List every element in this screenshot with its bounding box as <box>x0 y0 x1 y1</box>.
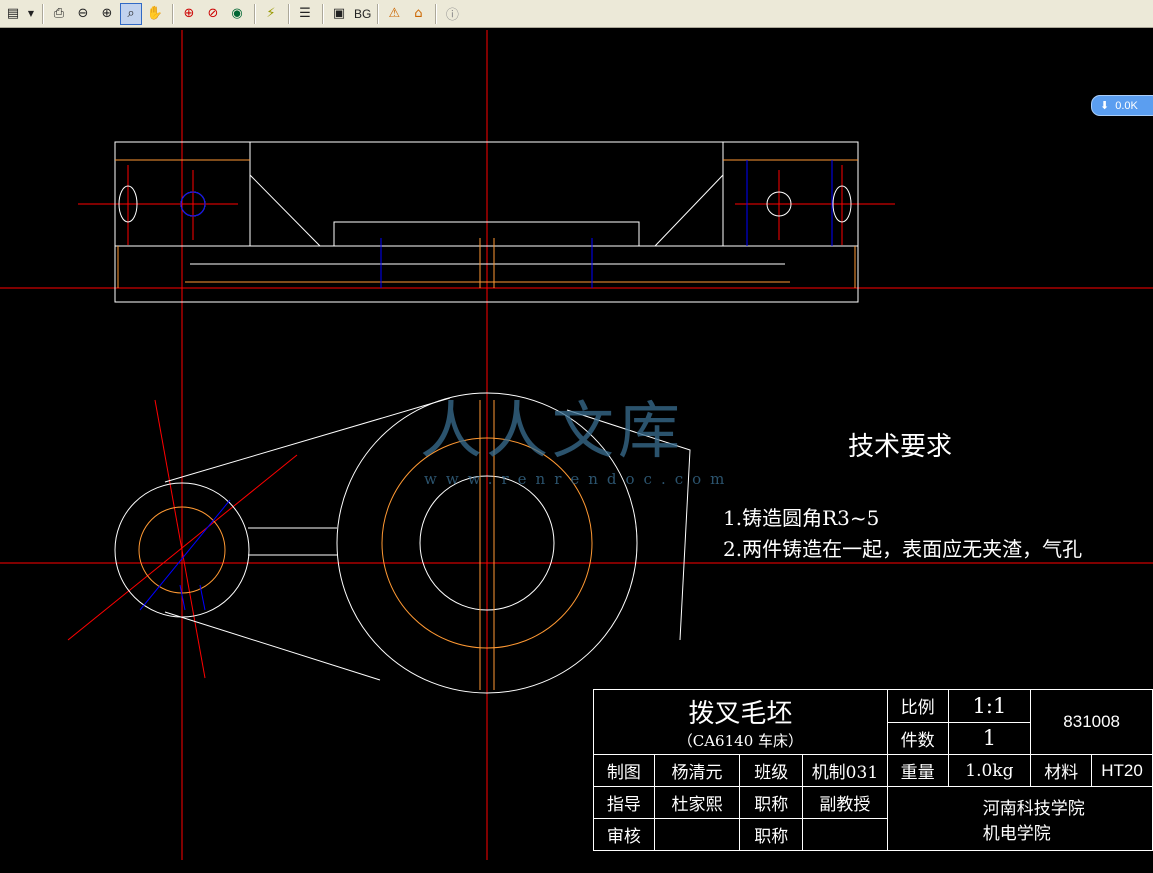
title-label: 职称 <box>739 786 804 819</box>
toolbar-separator <box>288 3 290 24</box>
scale-label: 比例 <box>886 689 949 723</box>
download-arrow-icon: ⬇ <box>1100 100 1110 112</box>
front-view-hidden <box>115 159 858 288</box>
download-badge[interactable]: ⬇ 0.0K <box>1091 95 1153 116</box>
download-speed: 0.0K <box>1115 99 1138 112</box>
top-view-hidden <box>138 400 593 690</box>
cad-drawing <box>0 30 1153 860</box>
tech-requirement-2: 2.两件铸造在一起，表面应无夹渣，气孔 <box>723 537 1083 561</box>
guide-label: 指导 <box>593 786 655 819</box>
zoom-previous-icon[interactable]: ⊘ <box>207 6 219 21</box>
drawn-name: 杨清元 <box>653 754 741 787</box>
material-label: 材料 <box>1030 754 1093 787</box>
top-view <box>114 392 691 694</box>
drawn-label: 制图 <box>593 754 655 787</box>
material-value: HT20 <box>1091 754 1153 787</box>
qty-value: 1 <box>947 721 1032 755</box>
qty-label: 件数 <box>886 721 949 755</box>
scale-value: 1:1 <box>947 689 1032 723</box>
title-block: 拨叉毛坯 （CA6140 车床） 比例 1:1 831008 件数 1 制图 杨… <box>593 689 1153 851</box>
toolbar-separator <box>172 3 174 24</box>
weight-label: 重量 <box>886 754 949 787</box>
toolbar-separator <box>42 3 44 24</box>
weight-value: 1.0kg <box>947 754 1032 787</box>
school-cell: 河南科技学院 机电学院 <box>886 786 1153 851</box>
watermark-url: www.renrendoc.com <box>424 470 734 488</box>
toolbar-separator <box>254 3 256 24</box>
zoom-window-icon[interactable]: ⌕ <box>120 2 142 25</box>
markup-icon[interactable]: ⚠ <box>388 6 401 21</box>
part-name: 拨叉毛坯 <box>688 699 793 729</box>
college-name: 机电学院 <box>982 823 1051 844</box>
zoom-out-icon[interactable]: ⊖ <box>77 6 89 21</box>
review-name <box>653 818 741 851</box>
zoom-in-icon[interactable]: ⊕ <box>101 6 113 21</box>
tech-requirement-1: 1.铸造圆角R3~5 <box>723 506 880 530</box>
machine-name: （CA6140 车床） <box>677 732 804 750</box>
toolbar-separator <box>322 3 324 24</box>
watermark-logo: 人人文库 <box>420 394 685 467</box>
toolbar-separator <box>435 3 438 24</box>
open-icon[interactable]: ▤ <box>6 6 20 21</box>
zoom-extents-icon[interactable]: ⊕ <box>183 6 195 21</box>
toolbar-separator <box>377 3 380 24</box>
drawing-canvas[interactable]: 人人文库 www.renrendoc.com ⬇ 0.0K 技术要求 1.铸造圆… <box>0 28 1153 873</box>
tech-requirements-heading: 技术要求 <box>848 432 953 462</box>
print-icon[interactable]: ⎙ <box>53 6 65 21</box>
layers-eye-icon[interactable]: ◉ <box>231 6 243 21</box>
school-name: 河南科技学院 <box>982 798 1085 819</box>
part-name-cell: 拨叉毛坯 （CA6140 车床） <box>593 689 888 755</box>
front-view-dims <box>180 160 833 288</box>
toolbar: ▤ ▼ ⎙ ⊖ ⊕ ⌕ ✋ ⊕ ⊘ ◉ ⚡ ☰ ▣ BG ⚠ ⌂ ⓘ <box>0 0 1153 28</box>
home-icon[interactable]: ⌂ <box>414 6 423 21</box>
top-view-dims <box>139 499 231 611</box>
title-value: 副教授 <box>802 786 888 819</box>
drawing-number: 831008 <box>1030 689 1153 755</box>
class-label: 班级 <box>739 754 804 787</box>
display-icon[interactable]: ▣ <box>332 6 346 21</box>
background-button[interactable]: BG <box>354 6 372 21</box>
dropdown-arrow-icon[interactable]: ▼ <box>27 9 35 18</box>
center-lines <box>0 30 1153 860</box>
layer-list-icon[interactable]: ☰ <box>299 6 311 21</box>
info-icon[interactable]: ⓘ <box>445 8 459 23</box>
regen-icon[interactable]: ⚡ <box>266 6 276 21</box>
pan-icon[interactable]: ✋ <box>146 6 164 21</box>
title-value-2 <box>802 818 888 851</box>
guide-name: 杜家熙 <box>653 786 741 819</box>
title-label-2: 职称 <box>739 818 804 851</box>
review-label: 审核 <box>593 818 655 851</box>
class-value: 机制031 <box>802 754 888 787</box>
